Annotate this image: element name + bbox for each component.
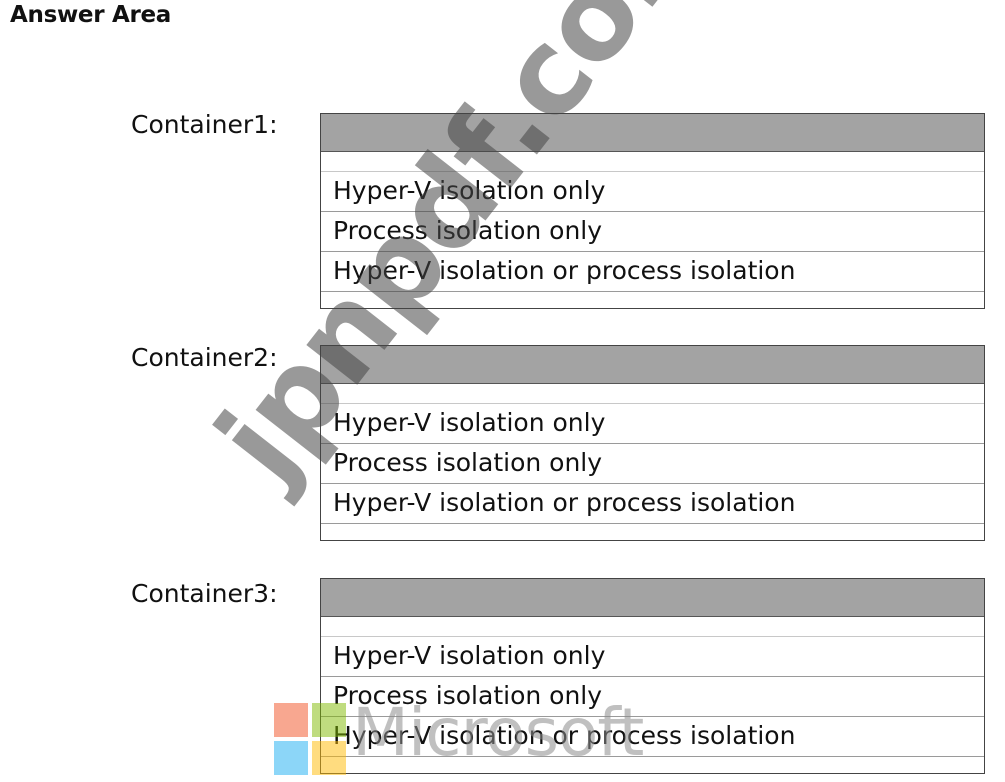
container2-label: Container2: [131, 343, 278, 372]
container1-option-hyperv-only[interactable]: Hyper-V isolation only [321, 172, 984, 212]
dropdown-footer [321, 757, 984, 773]
logo-square-red [274, 703, 308, 737]
container2-selected-value[interactable] [321, 346, 984, 384]
answer-area-title: Answer Area [10, 2, 172, 28]
container1-dropdown[interactable]: Hyper-V isolation only Process isolation… [320, 113, 985, 309]
container2-dropdown[interactable]: Hyper-V isolation only Process isolation… [320, 345, 985, 541]
dropdown-spacer [321, 152, 984, 172]
dropdown-spacer [321, 384, 984, 404]
dropdown-footer [321, 524, 984, 540]
container2-option-hyperv-or-process[interactable]: Hyper-V isolation or process isolation [321, 484, 984, 524]
container1-label: Container1: [131, 110, 278, 139]
container3-label: Container3: [131, 579, 278, 608]
container3-option-hyperv-or-process[interactable]: Hyper-V isolation or process isolation [321, 717, 984, 757]
container1-option-process-only[interactable]: Process isolation only [321, 212, 984, 252]
container1-selected-value[interactable] [321, 114, 984, 152]
logo-square-blue [274, 741, 308, 775]
container3-option-process-only[interactable]: Process isolation only [321, 677, 984, 717]
container3-option-hyperv-only[interactable]: Hyper-V isolation only [321, 637, 984, 677]
container2-option-process-only[interactable]: Process isolation only [321, 444, 984, 484]
container2-option-hyperv-only[interactable]: Hyper-V isolation only [321, 404, 984, 444]
container1-option-hyperv-or-process[interactable]: Hyper-V isolation or process isolation [321, 252, 984, 292]
container3-dropdown[interactable]: Hyper-V isolation only Process isolation… [320, 578, 985, 774]
container3-selected-value[interactable] [321, 579, 984, 617]
dropdown-footer [321, 292, 984, 308]
dropdown-spacer [321, 617, 984, 637]
